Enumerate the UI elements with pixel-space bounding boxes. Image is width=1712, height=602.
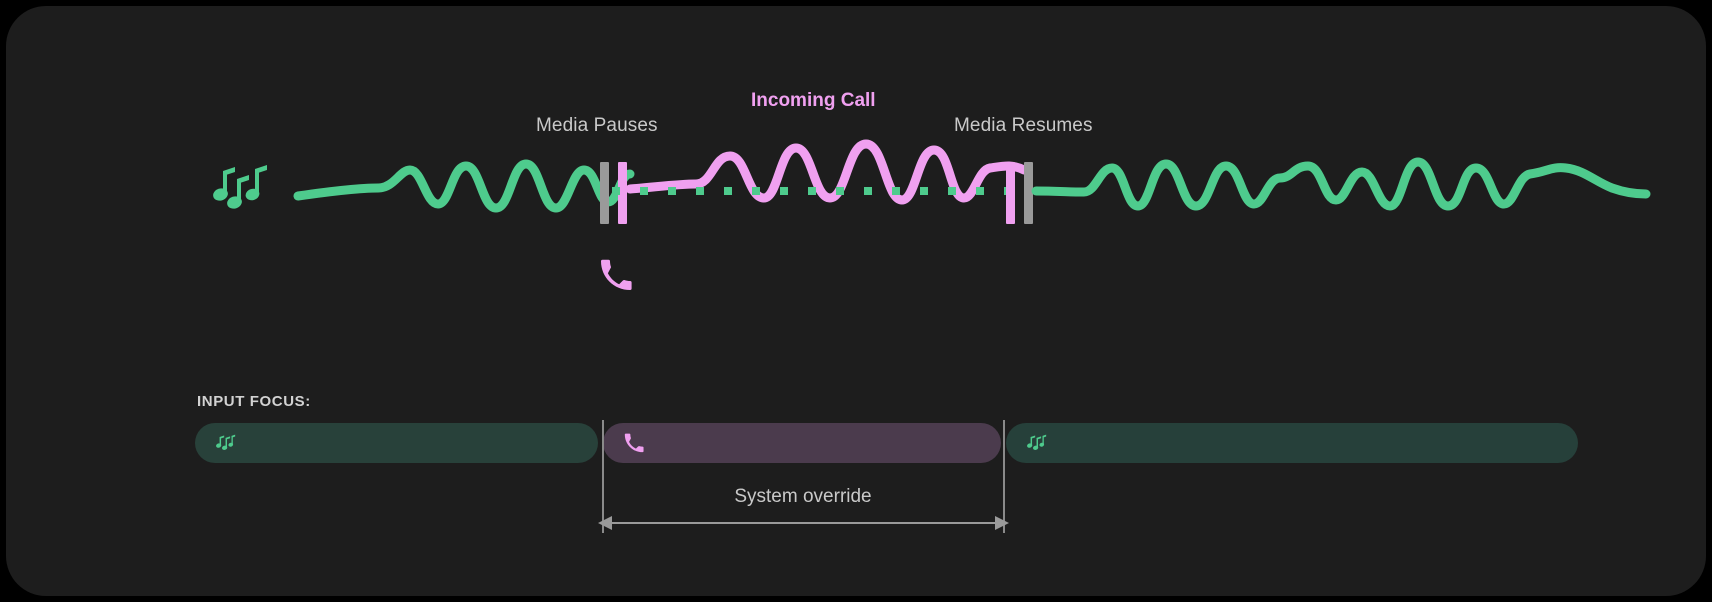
audio-timeline: [6, 126, 1706, 236]
paused-media-dots: [612, 187, 1012, 195]
call-marker-right: [1006, 162, 1015, 224]
phone-icon: [623, 432, 645, 454]
call-marker-left: [618, 162, 627, 224]
phone-icon: [598, 257, 634, 293]
media-waveform-left: [293, 159, 635, 213]
diagram-card: Media Pauses Incoming Call Media Resumes: [6, 6, 1706, 596]
focus-bar-media-1[interactable]: [195, 423, 598, 463]
pause-marker-left: [600, 162, 609, 224]
focus-bar-media-2[interactable]: [1006, 423, 1578, 463]
label-media-pauses: Media Pauses: [536, 115, 658, 136]
music-notes-icon: [1026, 432, 1048, 454]
override-guide-left: [602, 420, 604, 533]
label-media-resumes: Media Resumes: [954, 115, 1093, 136]
focus-bar-call[interactable]: [603, 423, 1001, 463]
label-incoming-call: Incoming Call: [751, 90, 876, 111]
override-span-arrow: [596, 511, 1011, 535]
input-focus-label: INPUT FOCUS:: [197, 393, 311, 410]
music-notes-icon: [211, 161, 275, 217]
call-waveform: [625, 139, 1029, 205]
music-notes-icon: [215, 432, 237, 454]
system-override-caption: System override: [734, 486, 872, 507]
media-waveform-right: [1031, 157, 1651, 211]
resume-marker-right: [1024, 162, 1033, 224]
override-guide-right: [1003, 420, 1005, 533]
